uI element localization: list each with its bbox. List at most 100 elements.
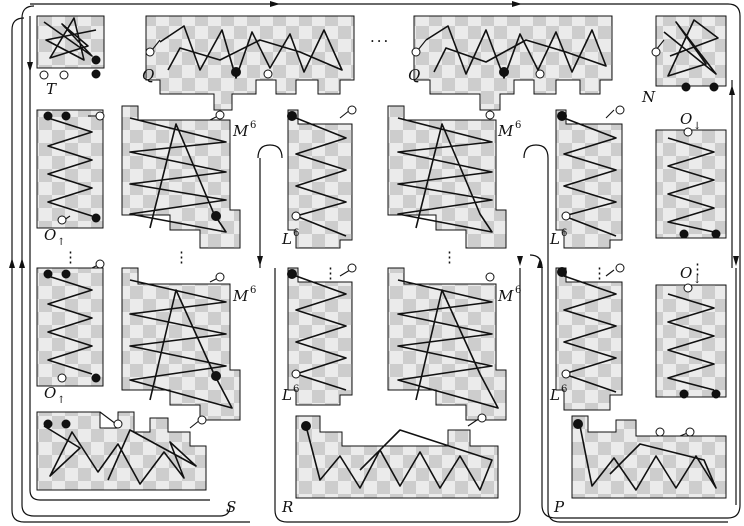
terminal-open: [486, 111, 494, 119]
terminal-closed: [712, 390, 720, 398]
label-L-3-exp: 6: [561, 228, 567, 239]
label-P: P: [553, 498, 565, 516]
terminal-closed: [44, 270, 52, 278]
terminal-closed: [712, 230, 720, 238]
terminal-closed: [92, 70, 100, 78]
traversal-paths: [44, 18, 718, 490]
box-O-down-1: [656, 130, 726, 238]
arrow-up-left-2: [19, 258, 25, 268]
terminal-closed: [680, 230, 688, 238]
terminal-closed: [212, 372, 221, 381]
label-L-2: L: [281, 386, 292, 404]
terminal-open: [656, 428, 664, 436]
terminal-closed: [62, 420, 70, 428]
terminal-open: [478, 414, 486, 422]
terminal-closed: [212, 212, 221, 221]
terminal-closed: [710, 83, 718, 91]
terminal-open: [536, 70, 544, 78]
label-M-4: M: [497, 287, 514, 305]
terminal-closed: [500, 68, 509, 77]
gadget-boxes: [37, 16, 726, 498]
terminal-closed: [558, 112, 567, 121]
arrow-down-left: [27, 62, 33, 72]
arrow-up-mid: [537, 258, 543, 268]
terminal-closed: [92, 214, 100, 222]
label-M-2-exp: 6: [250, 285, 256, 296]
arrow-down-mid-2: [517, 256, 523, 266]
ellipsis-vertical-6: ⋮: [690, 260, 707, 278]
arrow-down-mid-1: [257, 256, 263, 266]
terminal-open: [292, 370, 300, 378]
label-N: N: [641, 88, 656, 106]
ellipsis-top: ···: [370, 32, 390, 50]
label-R: R: [281, 498, 293, 516]
ellipsis-vertical-5: ⋮: [592, 264, 609, 282]
ellipsis-vertical-2: ⋮: [174, 248, 191, 266]
box-R: [296, 416, 498, 498]
terminal-open: [348, 106, 356, 114]
arrow-up-right: [729, 85, 735, 95]
terminal-open: [412, 48, 420, 56]
terminal-closed: [574, 420, 583, 429]
terminal-open: [684, 128, 692, 136]
terminal-closed: [558, 268, 567, 277]
terminal-open: [684, 284, 692, 292]
arrow-right-1: [270, 1, 280, 7]
terminal-open: [616, 106, 624, 114]
terminal-open: [562, 370, 570, 378]
label-M-3: M: [497, 122, 514, 140]
ellipsis-vertical-1: ⋮: [63, 248, 80, 266]
ellipsis-vertical-3: ⋮: [323, 264, 340, 282]
terminal-closed: [288, 112, 297, 121]
terminal-closed: [288, 270, 297, 279]
box-O-up-1: [37, 110, 103, 228]
label-L-1-exp: 6: [293, 228, 299, 239]
arrow-up-left-1: [9, 258, 15, 268]
terminal-closed: [682, 83, 690, 91]
terminal-open: [264, 70, 272, 78]
label-O-up-1: O: [44, 226, 56, 244]
arrow-right-2: [512, 1, 522, 7]
terminal-open: [96, 260, 104, 268]
terminal-open: [60, 71, 68, 79]
terminal-closed: [232, 68, 241, 77]
terminal-closed: [44, 112, 52, 120]
terminal-open: [652, 48, 660, 56]
terminal-open: [486, 273, 494, 281]
terminal-open: [616, 264, 624, 272]
terminal-closed: [44, 420, 52, 428]
terminal-open: [114, 420, 122, 428]
label-L-4-exp: 6: [561, 384, 567, 395]
terminal-open: [562, 212, 570, 220]
label-M-4-exp: 6: [515, 285, 521, 296]
terminal-closed: [92, 374, 100, 382]
label-O-down-1-sub: ↓: [693, 121, 701, 132]
label-Q-1: Q: [142, 66, 154, 84]
terminal-open: [58, 374, 66, 382]
label-O-up-1-sub: ↑: [57, 237, 65, 248]
arrow-down-right: [733, 256, 739, 266]
terminal-closed: [302, 422, 311, 431]
terminal-open: [58, 216, 66, 224]
terminal-closed: [680, 390, 688, 398]
box-Q2: [414, 16, 612, 110]
label-S: S: [226, 498, 236, 516]
terminal-open: [96, 112, 104, 120]
terminal-open: [292, 212, 300, 220]
terminal-open: [216, 273, 224, 281]
label-M-2: M: [232, 287, 249, 305]
terminal-closed: [62, 112, 70, 120]
label-L-4: L: [549, 386, 560, 404]
label-O-up-2: O: [44, 384, 56, 402]
terminal-open: [146, 48, 154, 56]
label-L-1: L: [281, 230, 292, 248]
label-M-1: M: [232, 122, 249, 140]
label-M-3-exp: 6: [515, 120, 521, 131]
label-M-1-exp: 6: [250, 120, 256, 131]
terminal-open: [348, 264, 356, 272]
label-L-2-exp: 6: [293, 384, 299, 395]
terminal-open: [686, 428, 694, 436]
terminal-closed: [62, 270, 70, 278]
label-Q-2: Q: [408, 66, 420, 84]
